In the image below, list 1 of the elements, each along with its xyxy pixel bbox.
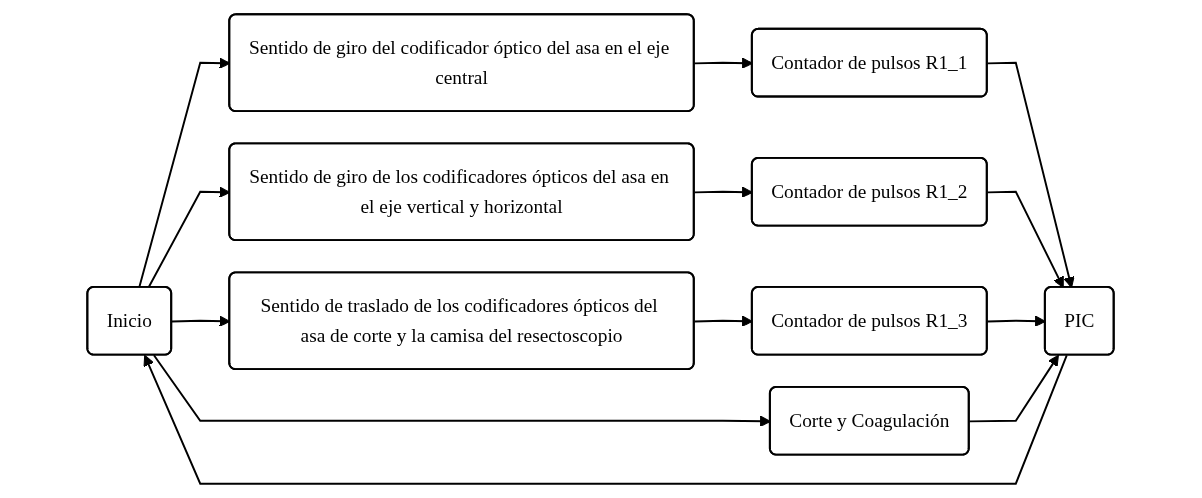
arrow [144,354,1069,485]
